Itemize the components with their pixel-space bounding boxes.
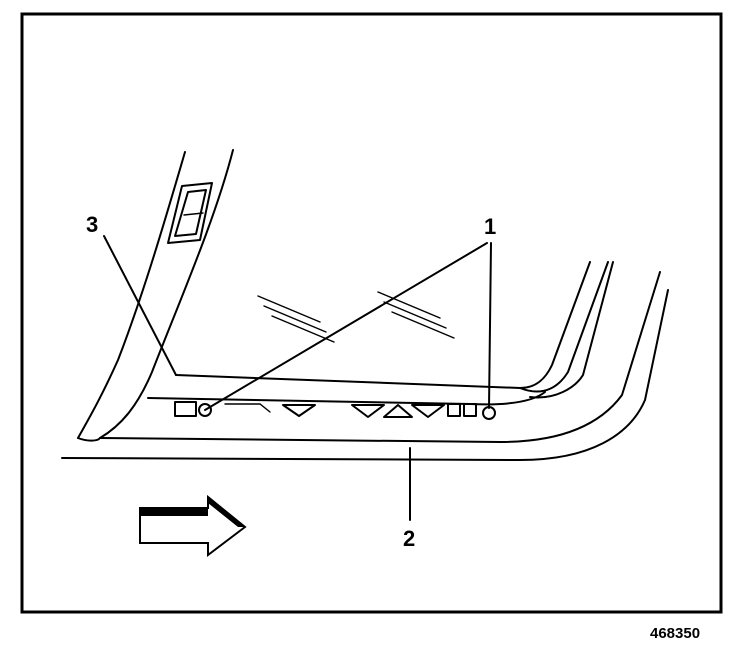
leader-lines [103, 235, 492, 521]
figure-id: 468350 [650, 625, 700, 642]
diagram-frame [20, 12, 723, 614]
callout-3: 3 [86, 212, 98, 237]
door-pillar [77, 149, 234, 442]
door-handle [167, 182, 213, 244]
glass-reflection [257, 291, 455, 343]
callout-1: 1 [484, 214, 496, 239]
arrow-right-icon [139, 494, 247, 558]
callout-2: 2 [403, 526, 415, 551]
